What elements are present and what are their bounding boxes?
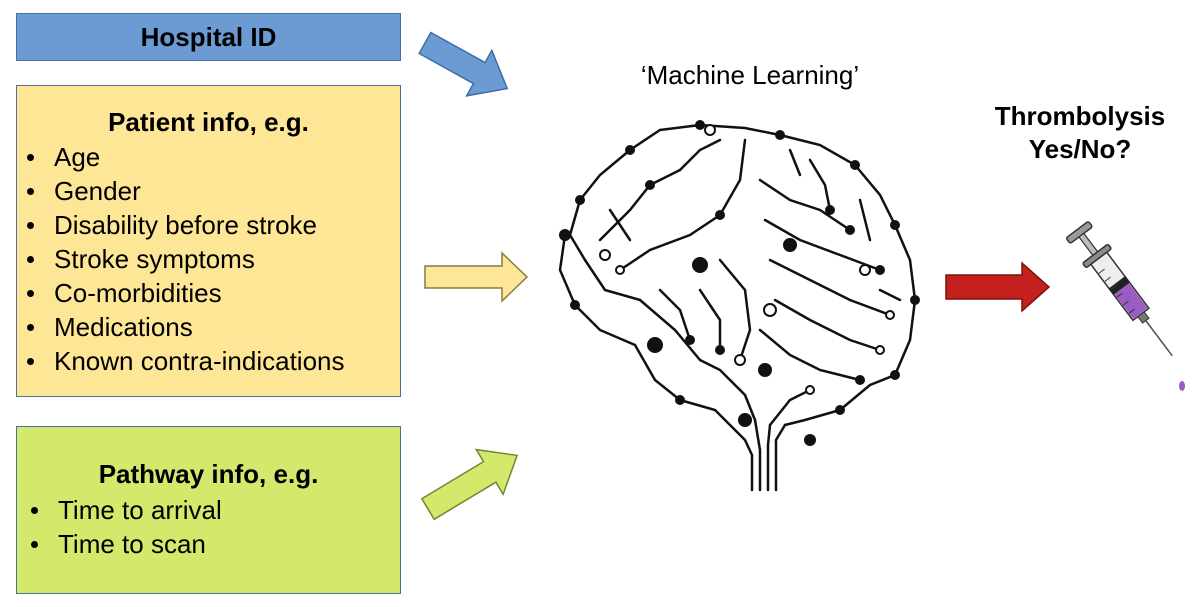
- list-item: Medications: [17, 310, 345, 344]
- syringe-hub: [1137, 311, 1150, 324]
- pathway-info-list: Time to arrival Time to scan: [21, 493, 222, 561]
- pathway-info-title: Pathway info, e.g.: [98, 459, 319, 489]
- brain-node: [758, 363, 772, 377]
- hospital-id-box: Hospital ID: [16, 13, 401, 61]
- syringe-liquid: [1114, 283, 1148, 319]
- syringe-tick: [1128, 308, 1135, 314]
- brain-node: [692, 257, 708, 273]
- syringe-icon: [1066, 221, 1173, 357]
- syringe-drop: [1179, 381, 1185, 391]
- list-item: Time to scan: [21, 527, 222, 561]
- brain-nodes: [559, 120, 920, 446]
- brain-node: [685, 335, 695, 345]
- brain-node: [850, 160, 860, 170]
- brain-node: [575, 195, 585, 205]
- syringe-needle: [1145, 320, 1173, 357]
- output-arrow: [945, 261, 1051, 313]
- pathway-arrow: [420, 448, 519, 521]
- brain-node-open: [805, 385, 815, 395]
- brain-node-open: [615, 265, 625, 275]
- brain-node: [783, 238, 797, 252]
- hospital-id-title: Hospital ID: [140, 22, 277, 52]
- brain-node: [570, 300, 580, 310]
- brain-node: [855, 375, 865, 385]
- list-item: Known contra-indications: [17, 344, 345, 378]
- syringe-tick: [1116, 292, 1123, 298]
- syringe-scale: [1098, 268, 1135, 314]
- brain-node-open: [859, 264, 871, 276]
- patient-arrow: [424, 251, 529, 303]
- brain-node-open: [763, 303, 777, 317]
- patient-info-box: Patient info, e.g. Age Gender Disability…: [16, 85, 401, 397]
- list-item: Age: [17, 140, 345, 174]
- patient-info-list: Age Gender Disability before stroke Stro…: [17, 140, 345, 378]
- brain-node-open: [885, 310, 895, 320]
- brain-node: [835, 405, 845, 415]
- brain-node: [825, 205, 835, 215]
- brain-node: [715, 210, 725, 220]
- brain-node: [890, 220, 900, 230]
- brain-node: [775, 130, 785, 140]
- pathway-info-box: Pathway info, e.g. Time to arrival Time …: [16, 426, 401, 594]
- brain-node-open: [704, 124, 716, 136]
- syringe-tick: [1098, 268, 1105, 274]
- list-item: Time to arrival: [21, 493, 222, 527]
- brain-node-open: [875, 345, 885, 355]
- brain-node: [910, 295, 920, 305]
- list-item: Gender: [17, 174, 345, 208]
- brain-node: [647, 337, 663, 353]
- syringe-tick: [1122, 300, 1129, 306]
- list-item: Stroke symptoms: [17, 242, 345, 276]
- brain-node: [675, 395, 685, 405]
- syringe-plunger-stopper: [1108, 276, 1130, 295]
- circuit-brain-icon: [558, 123, 917, 492]
- outcome-label-line1: Thrombolysis: [994, 101, 1166, 131]
- brain-node: [738, 413, 752, 427]
- brain-node-open: [734, 354, 746, 366]
- brain-node: [625, 145, 635, 155]
- outcome-label: Thrombolysis Yes/No?: [960, 100, 1200, 166]
- brain-node: [875, 265, 885, 275]
- syringe-tick: [1110, 284, 1117, 290]
- patient-info-title: Patient info, e.g.: [108, 107, 309, 137]
- brain-node: [559, 229, 571, 241]
- machine-learning-label: ‘Machine Learning’: [640, 60, 860, 90]
- list-item: Co-morbidities: [17, 276, 345, 310]
- brain-node: [804, 434, 816, 446]
- hospital-arrow: [418, 31, 509, 97]
- brain-node-open: [599, 249, 611, 261]
- brain-node: [645, 180, 655, 190]
- brain-open-nodes: [599, 124, 895, 395]
- brain-node: [845, 225, 855, 235]
- brain-node: [695, 120, 705, 130]
- brain-node: [715, 345, 725, 355]
- list-item: Disability before stroke: [17, 208, 345, 242]
- syringe-tick: [1104, 276, 1111, 282]
- outcome-label-line2: Yes/No?: [1028, 134, 1132, 164]
- brain-node: [890, 370, 900, 380]
